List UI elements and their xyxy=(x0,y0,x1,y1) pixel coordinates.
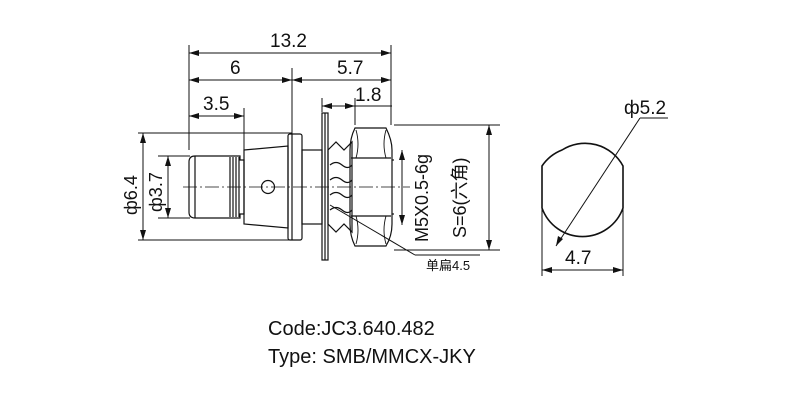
dim-nut-length: 1.8 xyxy=(355,85,381,106)
dimension-lines xyxy=(140,50,668,273)
dim-inner-diameter: ф3.7 xyxy=(146,172,166,212)
dim-flat: 单扁4.5 xyxy=(426,258,470,273)
dim-short-length: 3.5 xyxy=(203,94,229,115)
end-view xyxy=(541,142,624,238)
dim-thread: M5X0.5-6g xyxy=(412,154,432,242)
dim-total-length: 13.2 xyxy=(270,31,307,52)
dim-outer-diameter: ф6.4 xyxy=(121,175,141,215)
part-code: Code:JC3.640.482 xyxy=(268,318,435,340)
dim-left-length: 6 xyxy=(230,58,241,79)
dim-right-length: 5.7 xyxy=(337,58,363,79)
dim-end-flat: 4.7 xyxy=(565,248,591,269)
dim-hex: S=6(六角) xyxy=(450,157,470,238)
part-type: Type: SMB/MMCX-JKY xyxy=(268,346,476,368)
dim-end-diameter: ф5.2 xyxy=(624,98,666,119)
connector-body xyxy=(188,112,394,261)
